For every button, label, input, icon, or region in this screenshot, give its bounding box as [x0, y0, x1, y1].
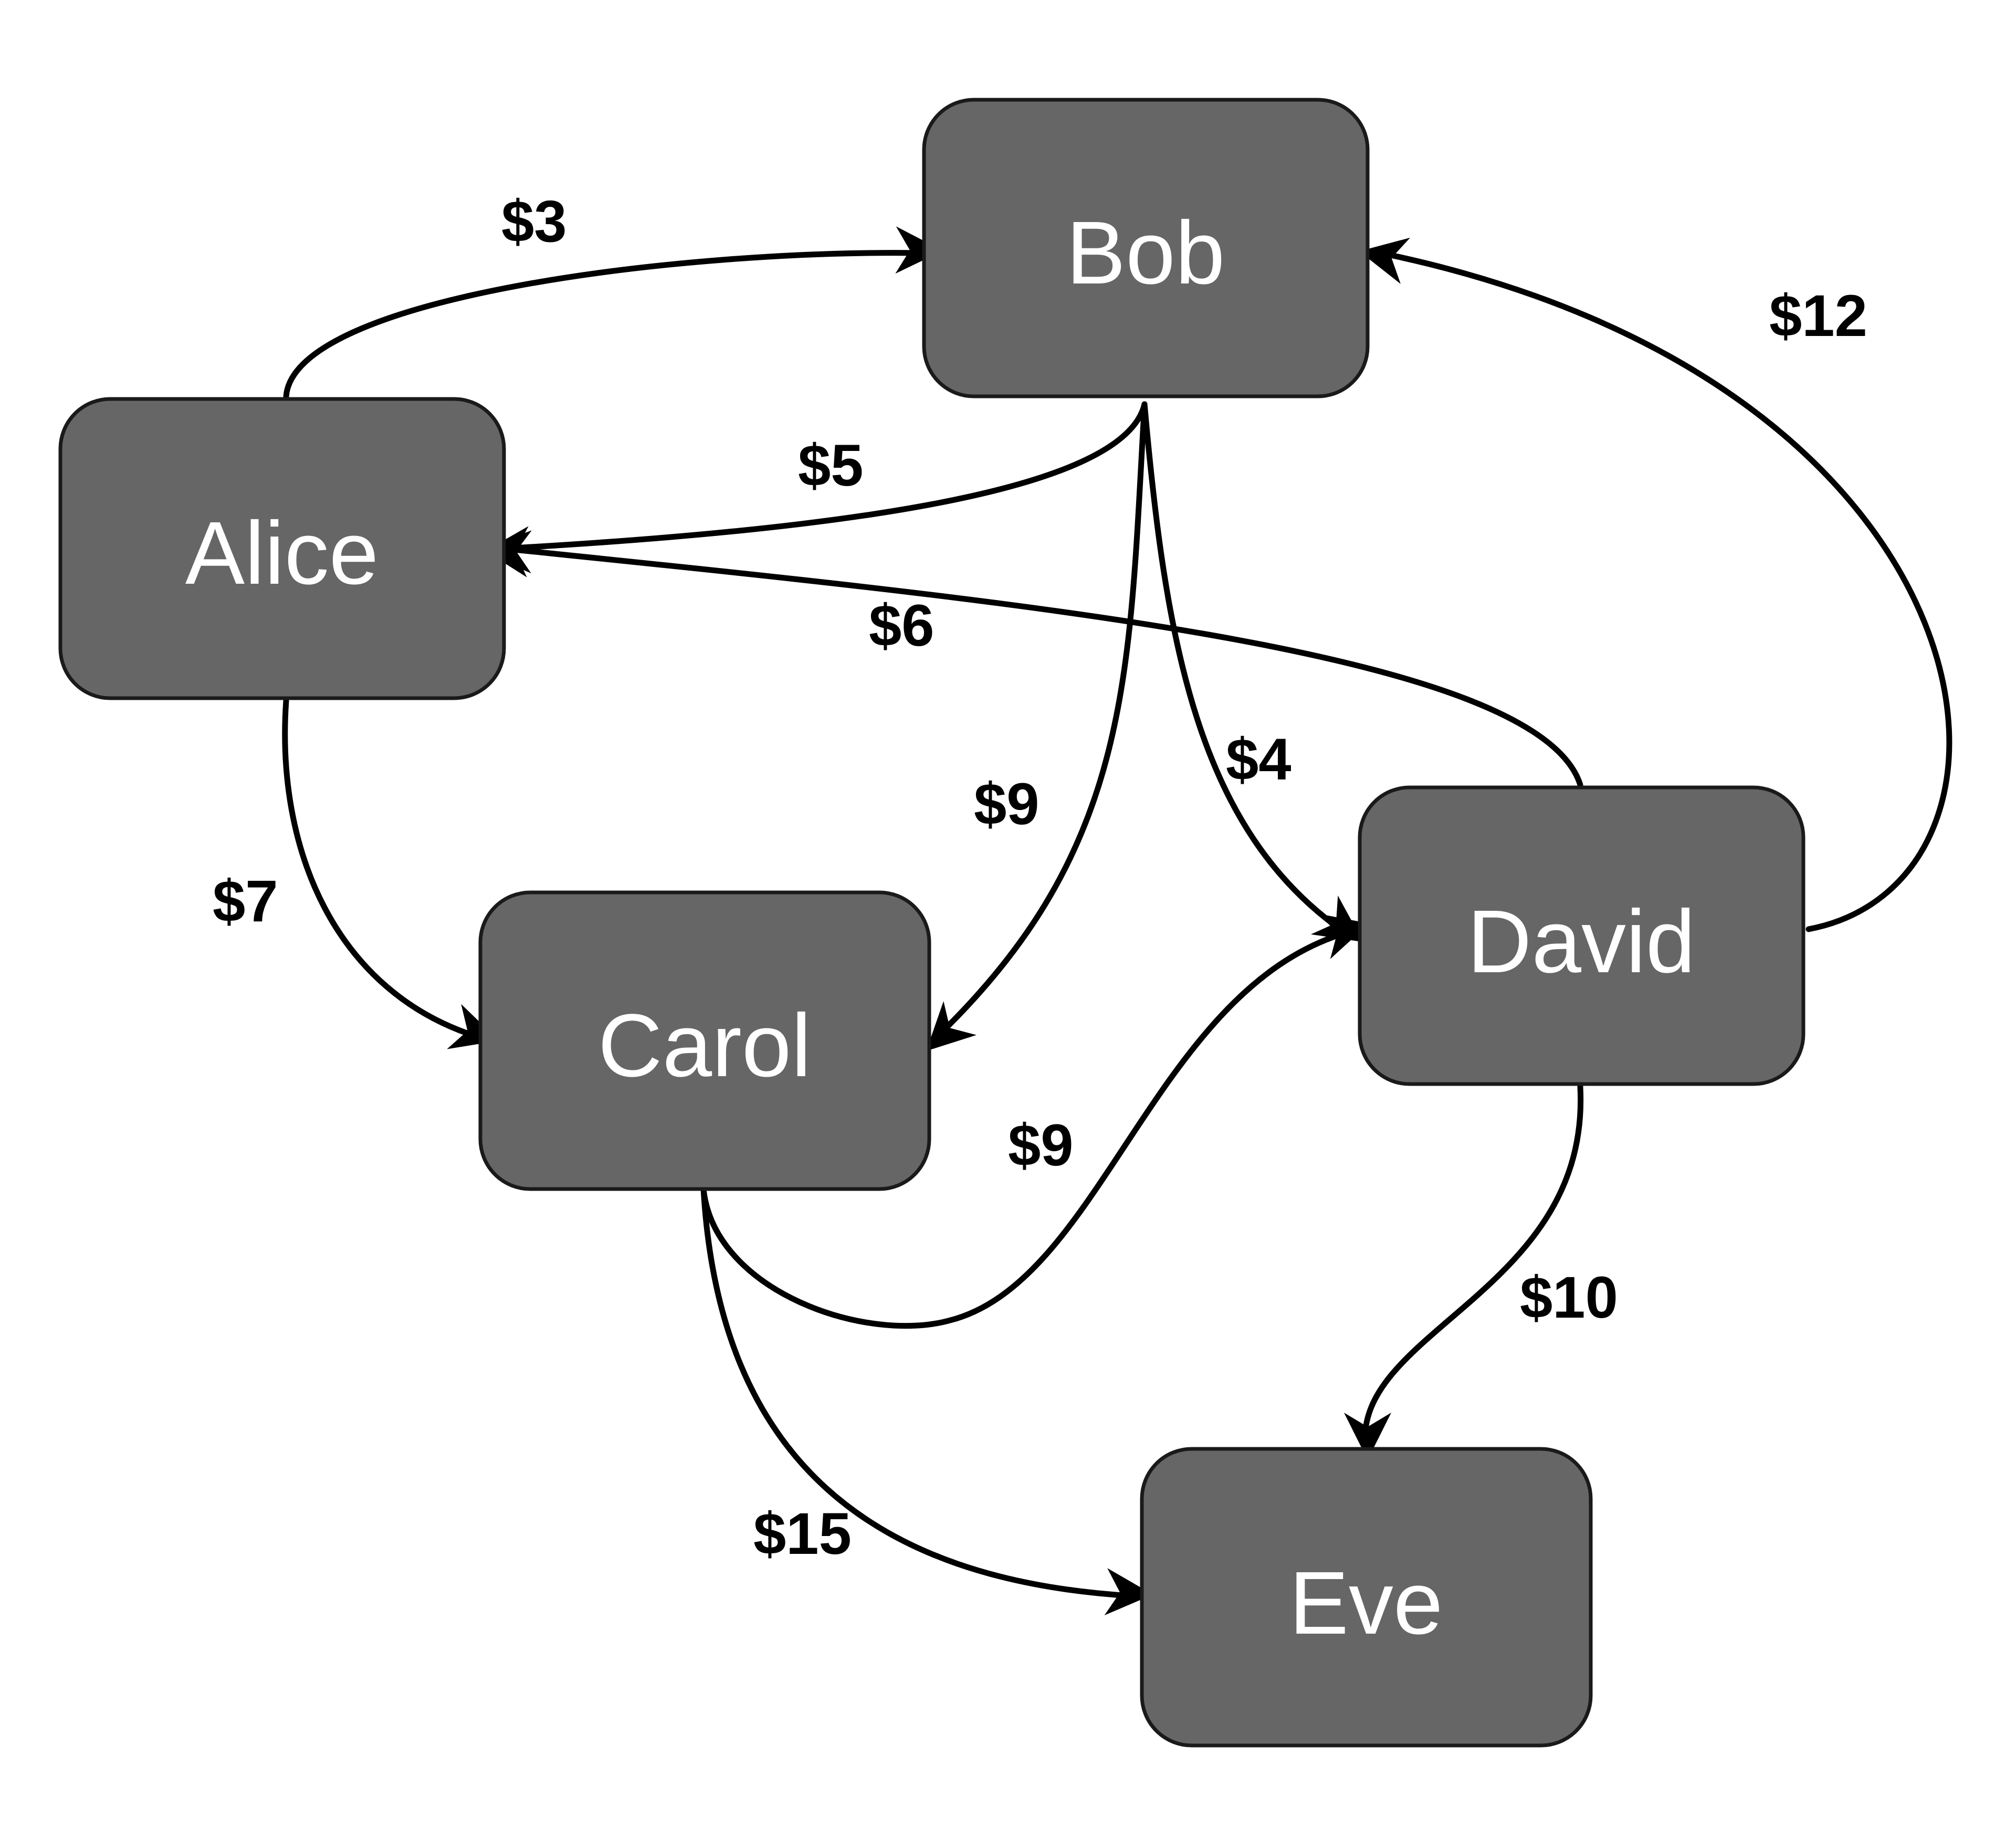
edge-label-bob-alice: $5	[798, 433, 864, 498]
node-label-alice: Alice	[185, 503, 379, 603]
edge-label-bob-carol: $9	[974, 771, 1040, 837]
edge-alice-bob	[283, 226, 943, 399]
edge-carol-david	[700, 913, 1370, 1329]
edge-label-carol-eve: $15	[753, 1501, 852, 1566]
edge-carol-eve	[700, 1186, 1153, 1615]
edge-label-david-bob: $12	[1769, 283, 1867, 349]
edge-bob-alice	[482, 401, 1148, 574]
edge-label-david-alice: $6	[869, 593, 934, 658]
edge-label-david-eve: $10	[1520, 1265, 1618, 1330]
node-label-carol: Carol	[598, 996, 811, 1096]
edge-bob-carol	[926, 401, 1148, 1051]
node-label-eve: Eve	[1289, 1553, 1443, 1653]
edge-label-bob-david: $4	[1226, 727, 1292, 792]
edge-alice-carol	[282, 698, 499, 1049]
node-carol[interactable]: Carol	[478, 890, 931, 1191]
node-label-bob: Bob	[1066, 203, 1225, 303]
edges	[282, 226, 1952, 1615]
node-alice[interactable]: Alice	[58, 397, 506, 700]
edge-david-eve	[1344, 1084, 1584, 1460]
edge-label-alice-carol: $7	[213, 868, 278, 934]
edge-david-bob	[1359, 237, 1952, 932]
edge-bob-david	[1141, 401, 1363, 942]
edge-label-carol-david: $9	[1008, 1112, 1074, 1178]
node-bob[interactable]: Bob	[922, 98, 1370, 398]
edge-labels: $3 $5 $6 $7 $9 $4 $12 $9 $10 $15	[213, 188, 1867, 1566]
edge-label-alice-bob: $3	[501, 188, 567, 254]
node-eve[interactable]: Eve	[1140, 1447, 1593, 1748]
edge-david-alice	[482, 530, 1583, 788]
node-label-david: David	[1467, 892, 1696, 992]
node-david[interactable]: David	[1358, 785, 1805, 1086]
nodes: Bob Alice Carol David Eve	[58, 98, 1805, 1748]
